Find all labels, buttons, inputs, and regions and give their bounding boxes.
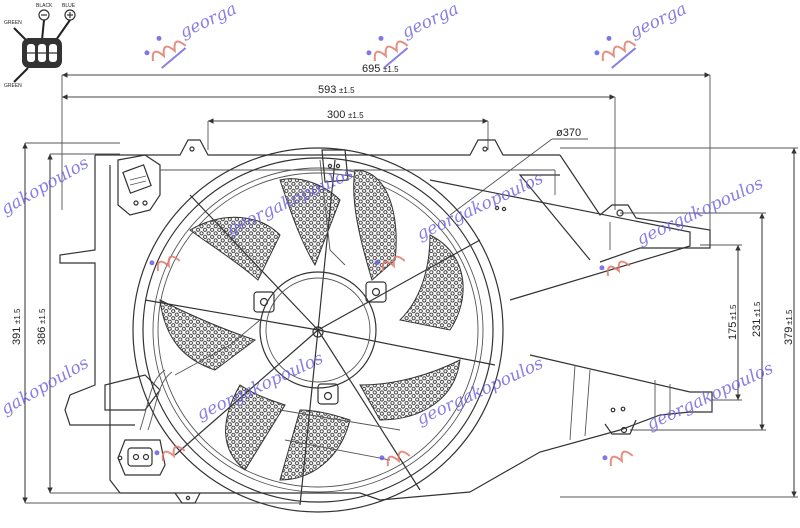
- dim-379-tol: ±1.5: [785, 309, 794, 325]
- label-black: BLACK: [36, 3, 53, 9]
- fan-motor-hub: [253, 271, 387, 405]
- watermark-text: georga: [399, 0, 462, 43]
- motor-mount-tab: [317, 383, 339, 405]
- dimension-379: 379 ±1.5: [560, 147, 798, 498]
- diameter-label: ø370: [556, 127, 581, 139]
- watermark-text: georgakopoulos: [644, 358, 777, 434]
- watermark-text: georga: [177, 0, 240, 43]
- dimension-231: 231 ±1.5: [620, 212, 766, 431]
- watermark-text: georgakopoulos: [634, 173, 767, 249]
- fan-ring: [132, 147, 504, 513]
- watermark-logo: georga: [144, 0, 240, 69]
- watermark-text: gakopoulos: [0, 353, 93, 419]
- watermark-logo: [379, 450, 411, 467]
- dimension-300: 300 ±1.5: [207, 109, 489, 150]
- dim-695-tol: ±1.5: [383, 65, 399, 74]
- dimension-diameter-370: ø370: [449, 127, 588, 216]
- label-green-bottom: GREEN: [4, 83, 22, 89]
- dim-386-tol: ±1.5: [38, 308, 47, 324]
- connector-pinout: BLACK BLUE GREEN GREEN: [4, 3, 76, 89]
- watermark-logo: georga: [594, 0, 690, 69]
- watermark-logo: [374, 255, 406, 272]
- dim-593-tol: ±1.5: [339, 86, 355, 95]
- motor-mount-tab: [365, 281, 387, 303]
- watermark-logo: georga: [366, 0, 462, 69]
- dim-300-value: 300: [327, 109, 345, 121]
- dim-695-value: 695: [362, 63, 380, 75]
- watermark-logo: [154, 445, 186, 462]
- dim-386-value: 386: [36, 327, 48, 345]
- dim-175-value: 175: [727, 322, 739, 340]
- dim-391-tol: ±1.5: [13, 308, 22, 324]
- dim-300-tol: ±1.5: [348, 111, 364, 120]
- dimension-391: 391 ±1.5: [11, 142, 300, 504]
- watermark-logo: [602, 450, 634, 467]
- watermark-logo: [599, 260, 631, 277]
- dim-231-value: 231: [751, 319, 763, 337]
- watermark-logo: [149, 255, 181, 272]
- label-blue: BLUE: [62, 3, 76, 9]
- dim-391-value: 391: [11, 327, 23, 345]
- watermark-text: georgakopoulos: [414, 168, 547, 244]
- watermark-text: georga: [627, 0, 690, 43]
- dim-231-tol: ±1.5: [753, 301, 762, 317]
- watermark-text: gakopoulos: [0, 153, 93, 219]
- negative-terminal-icon: [38, 9, 50, 21]
- motor-mount-tab: [253, 291, 275, 313]
- label-green-top: GREEN: [4, 20, 22, 26]
- dim-175-tol: ±1.5: [729, 304, 738, 320]
- dim-379-value: 379: [783, 327, 795, 345]
- dimension-386: 386 ±1.5: [36, 153, 120, 494]
- fan-spokes: [144, 149, 496, 506]
- dimension-593: 593 ±1.5: [62, 84, 616, 210]
- positive-terminal-icon: [64, 9, 76, 21]
- dim-593-value: 593: [318, 84, 336, 96]
- fan-blades: [159, 169, 464, 481]
- dimension-175: 175 ±1.5: [700, 244, 742, 401]
